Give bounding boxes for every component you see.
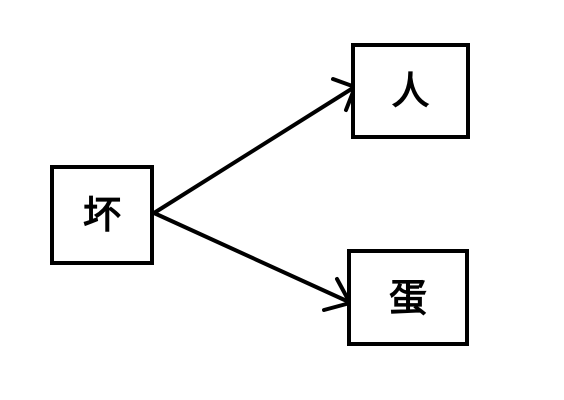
node-source-box: 坏 bbox=[50, 165, 154, 265]
node-top-box: 人 bbox=[351, 43, 470, 139]
edge-source-to-bottom bbox=[152, 211, 352, 312]
node-bottom-label: 蛋 bbox=[388, 275, 427, 320]
edge-line-source-top bbox=[152, 86, 355, 215]
node-source-label: 坏 bbox=[82, 193, 121, 237]
edge-line-source-bottom bbox=[152, 211, 351, 304]
edge-source-to-top bbox=[152, 77, 357, 215]
node-top-label: 人 bbox=[391, 69, 430, 113]
node-bottom-box: 蛋 bbox=[347, 249, 469, 346]
